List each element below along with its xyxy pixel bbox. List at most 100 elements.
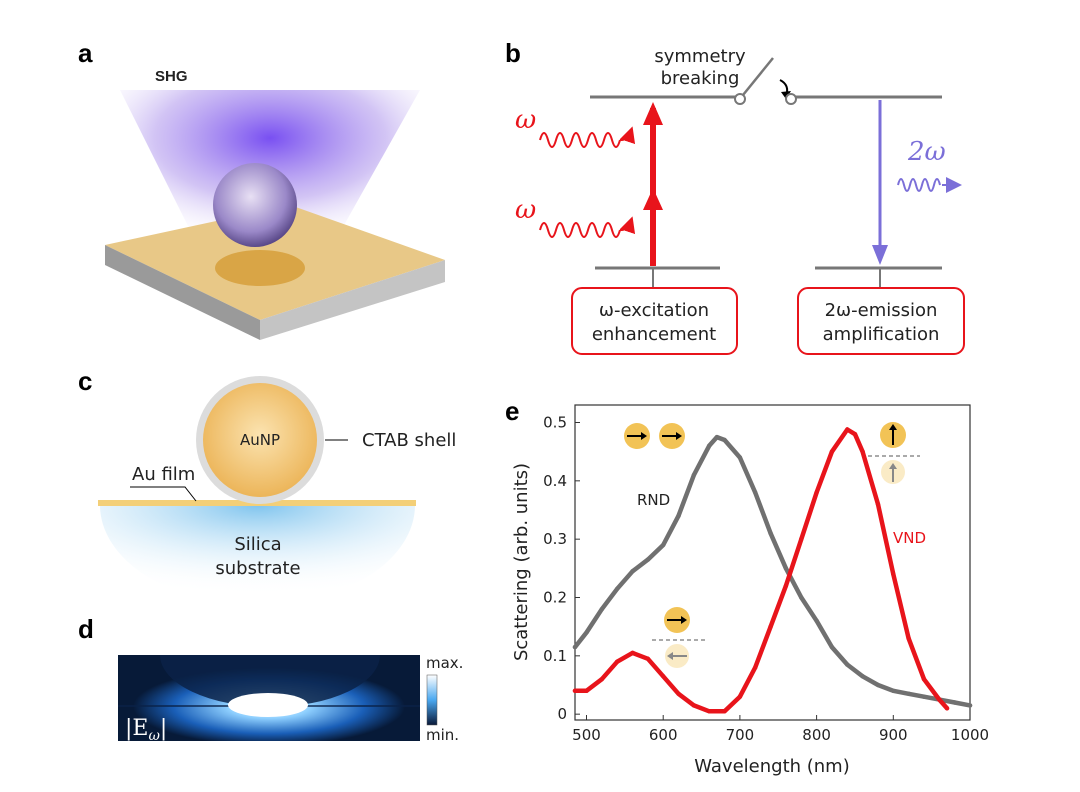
rnd-dipole-icon xyxy=(624,423,685,449)
ctab-label: CTAB shell xyxy=(362,430,456,451)
data-point-rnd xyxy=(845,662,850,667)
data-point-vnd xyxy=(645,656,651,661)
data-point-rnd xyxy=(768,531,773,536)
colorbar xyxy=(426,674,438,726)
y-tick-label: 0.4 xyxy=(543,472,567,490)
data-point-rnd xyxy=(630,569,635,574)
data-point-rnd xyxy=(661,542,666,548)
data-point-vnd xyxy=(676,691,681,696)
low-mode-dipole-icon xyxy=(652,607,705,668)
x-tick-label: 700 xyxy=(726,726,755,744)
data-point-rnd xyxy=(714,434,720,440)
panel-b: b symmetry breaking ω ω 2ω ω-ex xyxy=(505,38,965,355)
excitation-box-line2: enhancement xyxy=(592,324,716,345)
data-point-rnd xyxy=(783,566,789,571)
emission-box-line2: amplification xyxy=(823,324,940,345)
data-point-vnd xyxy=(753,665,758,670)
data-point-vnd xyxy=(860,449,865,454)
y-axis-label: Scattering (arb. units) xyxy=(511,463,532,661)
au-film-leader xyxy=(130,486,197,502)
x-tick-label: 900 xyxy=(879,726,908,744)
data-point-rnd xyxy=(614,586,620,591)
data-point-rnd xyxy=(829,644,835,650)
nanoparticle-sphere xyxy=(213,163,297,247)
emission-head xyxy=(872,245,888,265)
colorbar-max: max. xyxy=(426,654,463,672)
data-point-vnd xyxy=(937,697,942,702)
data-point-vnd xyxy=(906,636,911,641)
symmetry-label-2: breaking xyxy=(661,68,740,89)
emission-wave xyxy=(897,178,941,192)
vnd-dipole-icon xyxy=(868,422,920,484)
switch-node-left xyxy=(734,93,746,105)
gap-hotspot xyxy=(228,693,308,717)
symmetry-label-1: symmetry xyxy=(654,46,746,67)
data-point-vnd xyxy=(799,536,804,542)
plot-frame xyxy=(574,404,971,721)
au-film-label: Au film xyxy=(132,464,195,485)
data-point-rnd xyxy=(906,691,911,696)
two-omega-label: 2ω xyxy=(907,137,946,167)
substrate-side-right xyxy=(260,260,445,340)
photon-wave-1 xyxy=(539,132,621,148)
data-point-vnd xyxy=(852,431,858,437)
switch-lever xyxy=(742,57,774,96)
data-point-vnd xyxy=(845,427,850,432)
excitation-head-mid xyxy=(643,188,663,210)
y-tick-label: 0.1 xyxy=(543,647,567,665)
data-point-rnd xyxy=(753,490,758,495)
data-point-rnd xyxy=(572,644,578,650)
data-point-rnd xyxy=(676,513,681,519)
panel-c: c AuNP CTAB shell Au film Silica substra… xyxy=(78,366,456,606)
data-point-rnd xyxy=(584,630,589,635)
shg-label: SHG xyxy=(155,68,188,85)
panel-a-label: a xyxy=(78,38,93,68)
emission-box-line1: 2ω-emission xyxy=(825,300,938,321)
sphere-shadow xyxy=(160,655,380,707)
data-point-vnd xyxy=(572,688,578,694)
x-tick-label: 1000 xyxy=(951,726,989,744)
data-point-vnd xyxy=(921,676,927,682)
data-point-rnd xyxy=(860,674,865,679)
series-label-vnd: VND xyxy=(893,529,926,547)
data-point-vnd xyxy=(944,706,950,711)
photon-wave-1-arrow xyxy=(619,126,636,145)
data-point-vnd xyxy=(630,650,635,656)
panel-e-label: e xyxy=(505,396,519,426)
hotspot xyxy=(215,250,305,286)
excitation-box-line1: ω-excitation xyxy=(599,300,709,321)
switch-node-right xyxy=(785,93,797,105)
data-point-rnd xyxy=(799,595,804,600)
silica-label-2: substrate xyxy=(215,558,300,579)
data-point-rnd xyxy=(967,703,973,708)
data-point-rnd xyxy=(737,455,743,460)
data-point-rnd xyxy=(722,437,727,443)
series-label-rnd: RND xyxy=(637,491,670,509)
colorbar-min: min. xyxy=(426,726,459,744)
data-point-vnd xyxy=(599,676,605,682)
panel-a: a SHG xyxy=(78,38,445,340)
y-tick-label: 0.3 xyxy=(543,530,567,548)
panel-d-label: d xyxy=(78,614,94,644)
panel-d: d |Eω| max. min. xyxy=(78,614,463,744)
x-tick-label: 800 xyxy=(802,726,831,744)
data-point-vnd xyxy=(614,659,620,664)
data-point-rnd xyxy=(875,682,881,688)
panel-c-label: c xyxy=(78,366,92,396)
data-point-vnd xyxy=(829,449,835,454)
photon-wave-2 xyxy=(539,222,621,238)
field-label: |Eω| xyxy=(125,716,167,744)
data-point-vnd xyxy=(814,490,819,495)
y-tick-label: 0.2 xyxy=(543,589,567,607)
data-point-vnd xyxy=(783,583,789,589)
data-point-rnd xyxy=(921,694,927,699)
data-point-rnd xyxy=(891,688,896,694)
omega-label-2: ω xyxy=(515,195,536,225)
silica-substrate xyxy=(100,505,415,606)
data-point-rnd xyxy=(707,443,712,449)
x-tick-label: 500 xyxy=(572,726,601,744)
aunp-core xyxy=(203,383,317,497)
